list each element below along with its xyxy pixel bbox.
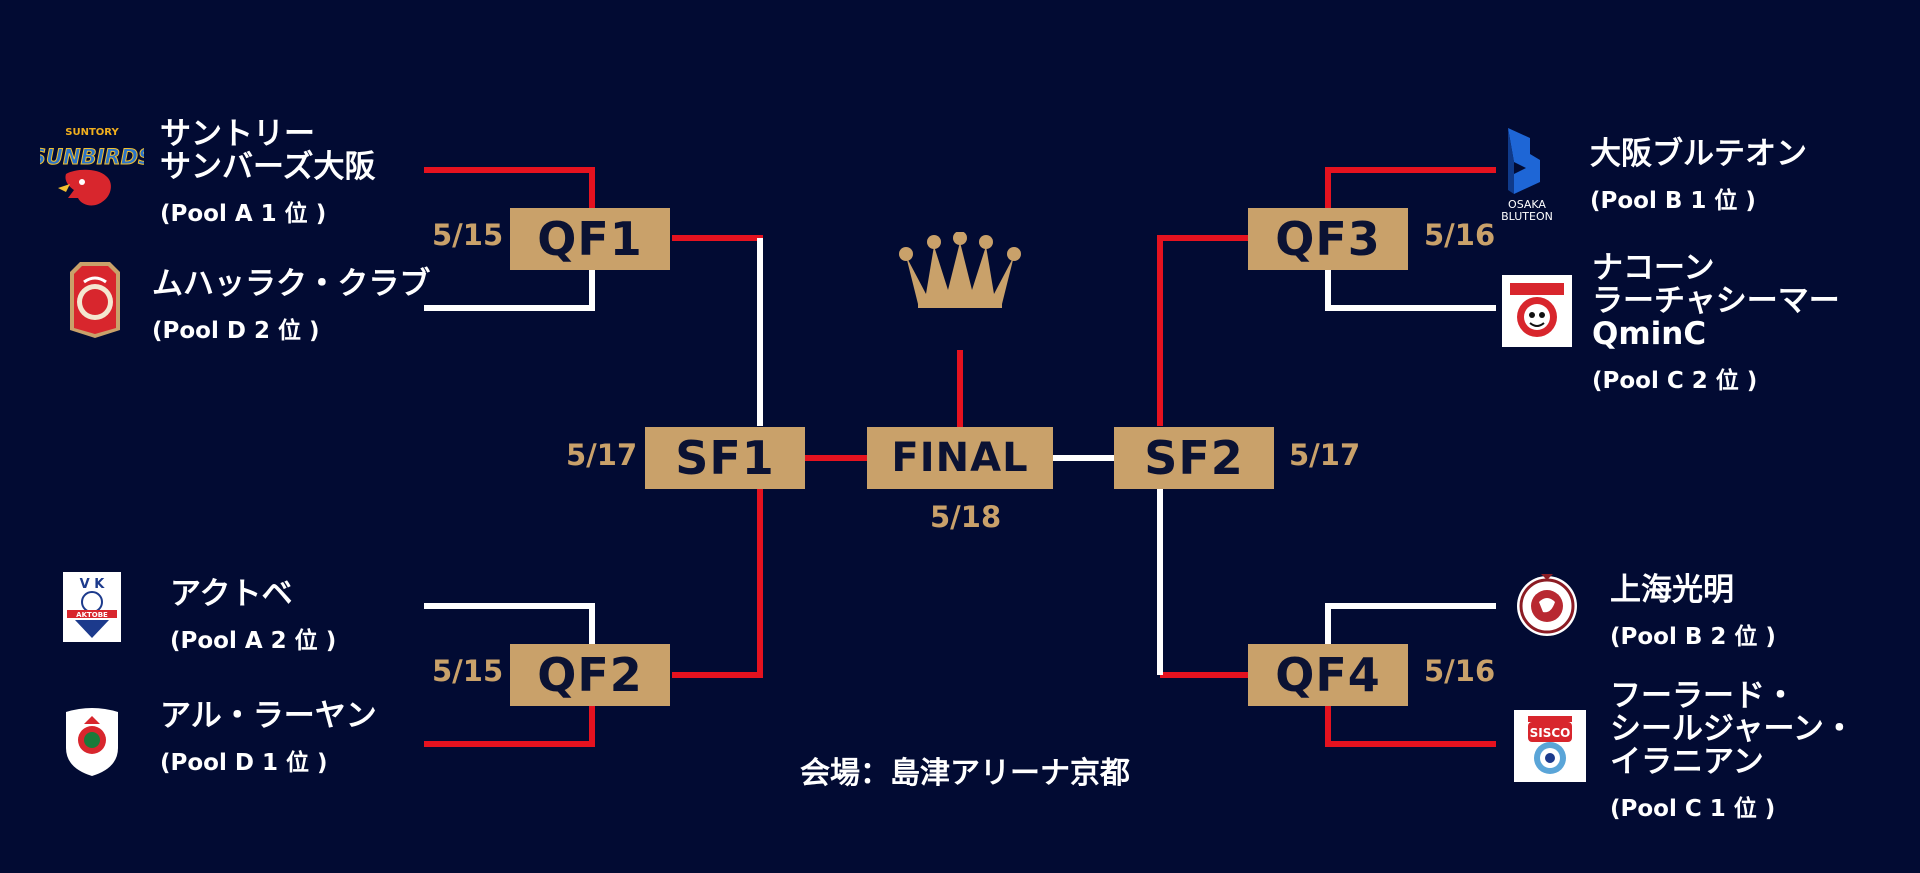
qf4-box: QF4: [1248, 644, 1408, 706]
team-bluteon: 大阪ブルテオン (Pool B 1 位 ): [1590, 138, 1807, 215]
nakhon-logo: [1502, 275, 1572, 347]
team-muharraq-name: ムハッラク・クラブ: [152, 266, 431, 302]
team-alrayyan-pool: (Pool D 1 位 ): [160, 750, 328, 776]
qf4-label: QF4: [1275, 648, 1381, 702]
line-nakhon-qf3: [1325, 270, 1496, 311]
team-suntory-name: サントリー サンバーズ大阪: [160, 116, 376, 185]
sf2-label: SF2: [1144, 431, 1244, 485]
aktobe-logo: V K AKTOBE: [63, 572, 121, 642]
line-bluteon-qf3: [1325, 167, 1496, 210]
final-date: 5/18: [930, 500, 1002, 534]
qf1-label: QF1: [537, 212, 643, 266]
team-suntory-pool: (Pool A 1 位 ): [160, 201, 327, 227]
qf1-box: QF1: [510, 208, 670, 270]
sunbirds-logo-main: SUNBIRDS: [40, 145, 144, 169]
crown-icon: [899, 232, 1021, 308]
qf4-date: 5/16: [1424, 654, 1496, 688]
team-bluteon-pool: (Pool B 1 位 ): [1590, 188, 1756, 214]
sf2-date: 5/17: [1289, 438, 1361, 472]
qf3-date: 5/16: [1424, 218, 1496, 252]
team-foolad-name: フーラード・ シールジャーン・ イラニアン: [1610, 678, 1855, 780]
team-alrayyan: アル・ラーヤン (Pool D 1 位 ): [160, 700, 377, 777]
team-shanghai-pool: (Pool B 2 位 ): [1610, 624, 1776, 650]
line-qf3-sf2: [1157, 235, 1248, 426]
team-foolad: フーラード・ シールジャーン・ イラニアン (Pool C 1 位 ): [1610, 680, 1855, 823]
shanghai-logo: [1517, 574, 1577, 636]
team-foolad-pool: (Pool C 1 位 ): [1610, 796, 1776, 822]
sf1-box: SF1: [645, 427, 805, 489]
line-alrayyan-qf2: [424, 706, 595, 747]
qf2-label: QF2: [537, 648, 643, 702]
team-muharraq-pool: (Pool D 2 位 ): [152, 318, 320, 344]
line-shanghai-qf4: [1325, 603, 1496, 646]
bluteon-logo: OSAKA BLUTEON: [1501, 128, 1553, 222]
team-nakhon-pool: (Pool C 2 位 ): [1592, 368, 1758, 394]
qf2-date: 5/15: [432, 654, 504, 688]
sf1-label: SF1: [675, 431, 775, 485]
bluteon-logo-bottom: BLUTEON: [1501, 210, 1553, 222]
final-box: FINAL: [867, 427, 1053, 489]
line-aktobe-qf2: [424, 603, 595, 646]
team-aktobe-pool: (Pool A 2 位 ): [170, 628, 337, 654]
qf3-label: QF3: [1275, 212, 1381, 266]
line-qf2-sf1: [672, 488, 763, 678]
aktobe-logo-bottom: AKTOBE: [76, 611, 108, 619]
final-label: FINAL: [891, 435, 1029, 481]
team-aktobe: アクトベ (Pool A 2 位 ): [170, 578, 336, 655]
line-foolad-qf4: [1325, 706, 1496, 747]
line-muharraq-qf1: [424, 270, 595, 311]
team-shanghai: 上海光明 (Pool B 2 位 ): [1610, 574, 1776, 651]
qf2-box: QF2: [510, 644, 670, 706]
muharraq-club-logo: [70, 262, 120, 338]
al-rayyan-logo: [66, 708, 118, 776]
sf2-box: SF2: [1114, 427, 1274, 489]
team-bluteon-name: 大阪ブルテオン: [1590, 136, 1807, 172]
team-suntory: サントリー サンバーズ大阪 (Pool A 1 位 ): [160, 118, 375, 228]
team-aktobe-name: アクトベ: [170, 576, 293, 612]
team-shanghai-name: 上海光明: [1610, 572, 1734, 608]
line-qf1-sf1: [672, 235, 763, 426]
aktobe-logo-top: V K: [80, 577, 106, 592]
bluteon-logo-top: OSAKA: [1508, 198, 1546, 211]
venue-label: 会場：島津アリーナ京都: [800, 756, 1130, 791]
qf3-box: QF3: [1248, 208, 1408, 270]
team-nakhon-name: ナコーン ラーチャシーマー QminC: [1592, 250, 1840, 352]
line-suntory-qf1: [424, 167, 595, 210]
team-nakhon: ナコーン ラーチャシーマー QminC (Pool C 2 位 ): [1592, 252, 1840, 395]
sisco-logo: SISCO: [1514, 710, 1586, 782]
sf1-date: 5/17: [566, 438, 638, 472]
team-alrayyan-name: アル・ラーヤン: [160, 698, 377, 734]
qf1-date: 5/15: [432, 218, 504, 252]
team-muharraq: ムハッラク・クラブ (Pool D 2 位 ): [152, 268, 430, 345]
sisco-logo-text: SISCO: [1530, 726, 1571, 740]
sunbirds-logo-top: SUNTORY: [65, 127, 119, 138]
sunbirds-logo: SUNTORY SUNBIRDS: [40, 127, 144, 206]
